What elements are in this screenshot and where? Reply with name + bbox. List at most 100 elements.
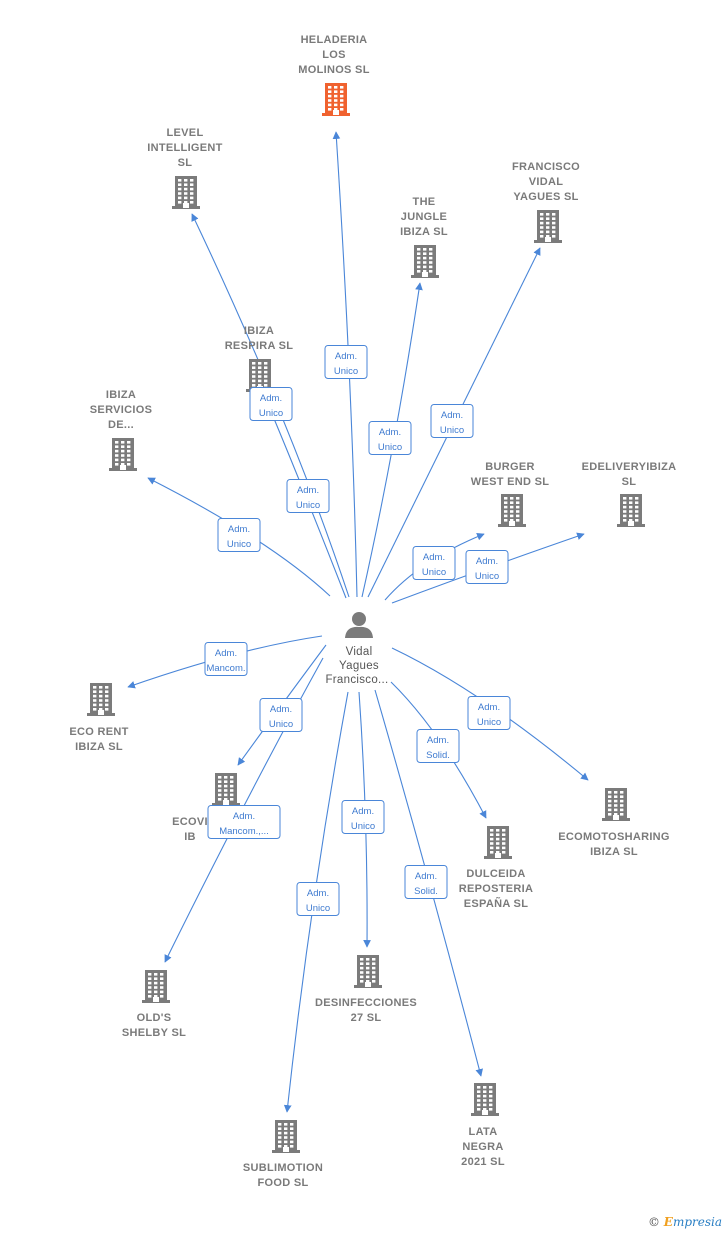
- svg-text:Unico: Unico: [269, 719, 293, 730]
- svg-text:Unico: Unico: [378, 442, 402, 453]
- badges-layer: Adm.UnicoAdm.UnicoAdm.UnicoAdm.UnicoAdm.…: [204, 345, 511, 916]
- building-icon: [471, 1083, 499, 1116]
- role-badge-olds[interactable]: Adm. Mancom.,...: [207, 805, 281, 839]
- svg-text:Unico: Unico: [306, 903, 330, 914]
- role-badge-ecovi[interactable]: Adm. Unico: [259, 698, 303, 732]
- brand-name: mpresia: [672, 1215, 722, 1229]
- svg-text:Unico: Unico: [351, 821, 375, 832]
- building-icon: [602, 788, 630, 821]
- edge-olds: [164, 657, 324, 963]
- svg-text:Adm.: Adm.: [260, 393, 282, 404]
- svg-text:Adm.: Adm.: [307, 888, 329, 899]
- svg-text:Adm.: Adm.: [476, 556, 498, 567]
- svg-text:Adm.: Adm.: [427, 735, 449, 746]
- role-badge-francisco[interactable]: Adm. Unico: [430, 404, 474, 438]
- building-icon: [212, 773, 240, 806]
- building-icon: [617, 494, 645, 527]
- svg-text:Adm.: Adm.: [215, 648, 237, 659]
- svg-text:Adm.: Adm.: [441, 410, 463, 421]
- svg-text:Unico: Unico: [259, 408, 283, 419]
- svg-text:Adm.: Adm.: [297, 485, 319, 496]
- role-badge-ecorent[interactable]: Adm. Mancom.: [204, 642, 248, 676]
- building-icon: [172, 176, 200, 209]
- role-badge-respira[interactable]: Adm. Unico: [286, 479, 330, 513]
- footer-brand[interactable]: © Empresia: [648, 1215, 722, 1229]
- role-badge-dulceida[interactable]: Adm. Solid.: [416, 729, 460, 763]
- svg-text:Adm.: Adm.: [228, 524, 250, 535]
- copyright-symbol: ©: [647, 1215, 660, 1229]
- svg-text:Mancom.,...: Mancom.,...: [219, 826, 269, 837]
- svg-text:Unico: Unico: [422, 567, 446, 578]
- building-icon: [498, 494, 526, 527]
- building-icon: [354, 955, 382, 988]
- svg-text:Adm.: Adm.: [379, 427, 401, 438]
- role-badge-sublimotion[interactable]: Adm. Unico: [296, 882, 340, 916]
- brand-initial: E: [663, 1215, 673, 1229]
- svg-text:Unico: Unico: [227, 539, 251, 550]
- svg-text:Unico: Unico: [477, 717, 501, 728]
- svg-text:Unico: Unico: [440, 425, 464, 436]
- role-badge-ecomoto[interactable]: Adm. Unico: [467, 696, 511, 730]
- svg-text:Unico: Unico: [475, 571, 499, 582]
- role-badge-jungle[interactable]: Adm. Unico: [368, 421, 412, 455]
- building-icon: [484, 826, 512, 859]
- svg-text:Adm.: Adm.: [415, 871, 437, 882]
- svg-text:Unico: Unico: [296, 500, 320, 511]
- svg-text:Mancom.: Mancom.: [206, 663, 245, 674]
- person-icon: [345, 612, 373, 638]
- svg-text:Adm.: Adm.: [352, 806, 374, 817]
- svg-text:Adm.: Adm.: [335, 351, 357, 362]
- role-badge-servicios[interactable]: Adm. Unico: [217, 518, 261, 552]
- svg-text:Solid.: Solid.: [426, 750, 450, 761]
- role-badge-desinf[interactable]: Adm. Unico: [341, 800, 385, 834]
- svg-text:Adm.: Adm.: [478, 702, 500, 713]
- role-badge-lata[interactable]: Adm.Solid.: [404, 865, 448, 899]
- role-badge-edelivery[interactable]: Adm. Unico: [465, 550, 509, 584]
- building-icon: [411, 245, 439, 278]
- svg-text:Adm.: Adm.: [423, 552, 445, 563]
- svg-text:Unico: Unico: [334, 366, 358, 377]
- role-badge-level[interactable]: Adm. Unico: [249, 387, 293, 421]
- building-icon: [322, 83, 350, 116]
- svg-text:Adm.: Adm.: [233, 811, 255, 822]
- role-badge-heladeria[interactable]: Adm. Unico: [324, 345, 368, 379]
- svg-text:Adm.: Adm.: [270, 704, 292, 715]
- role-badge-burger[interactable]: Adm. Unico: [412, 546, 456, 580]
- building-icon: [272, 1120, 300, 1153]
- building-icon: [87, 683, 115, 716]
